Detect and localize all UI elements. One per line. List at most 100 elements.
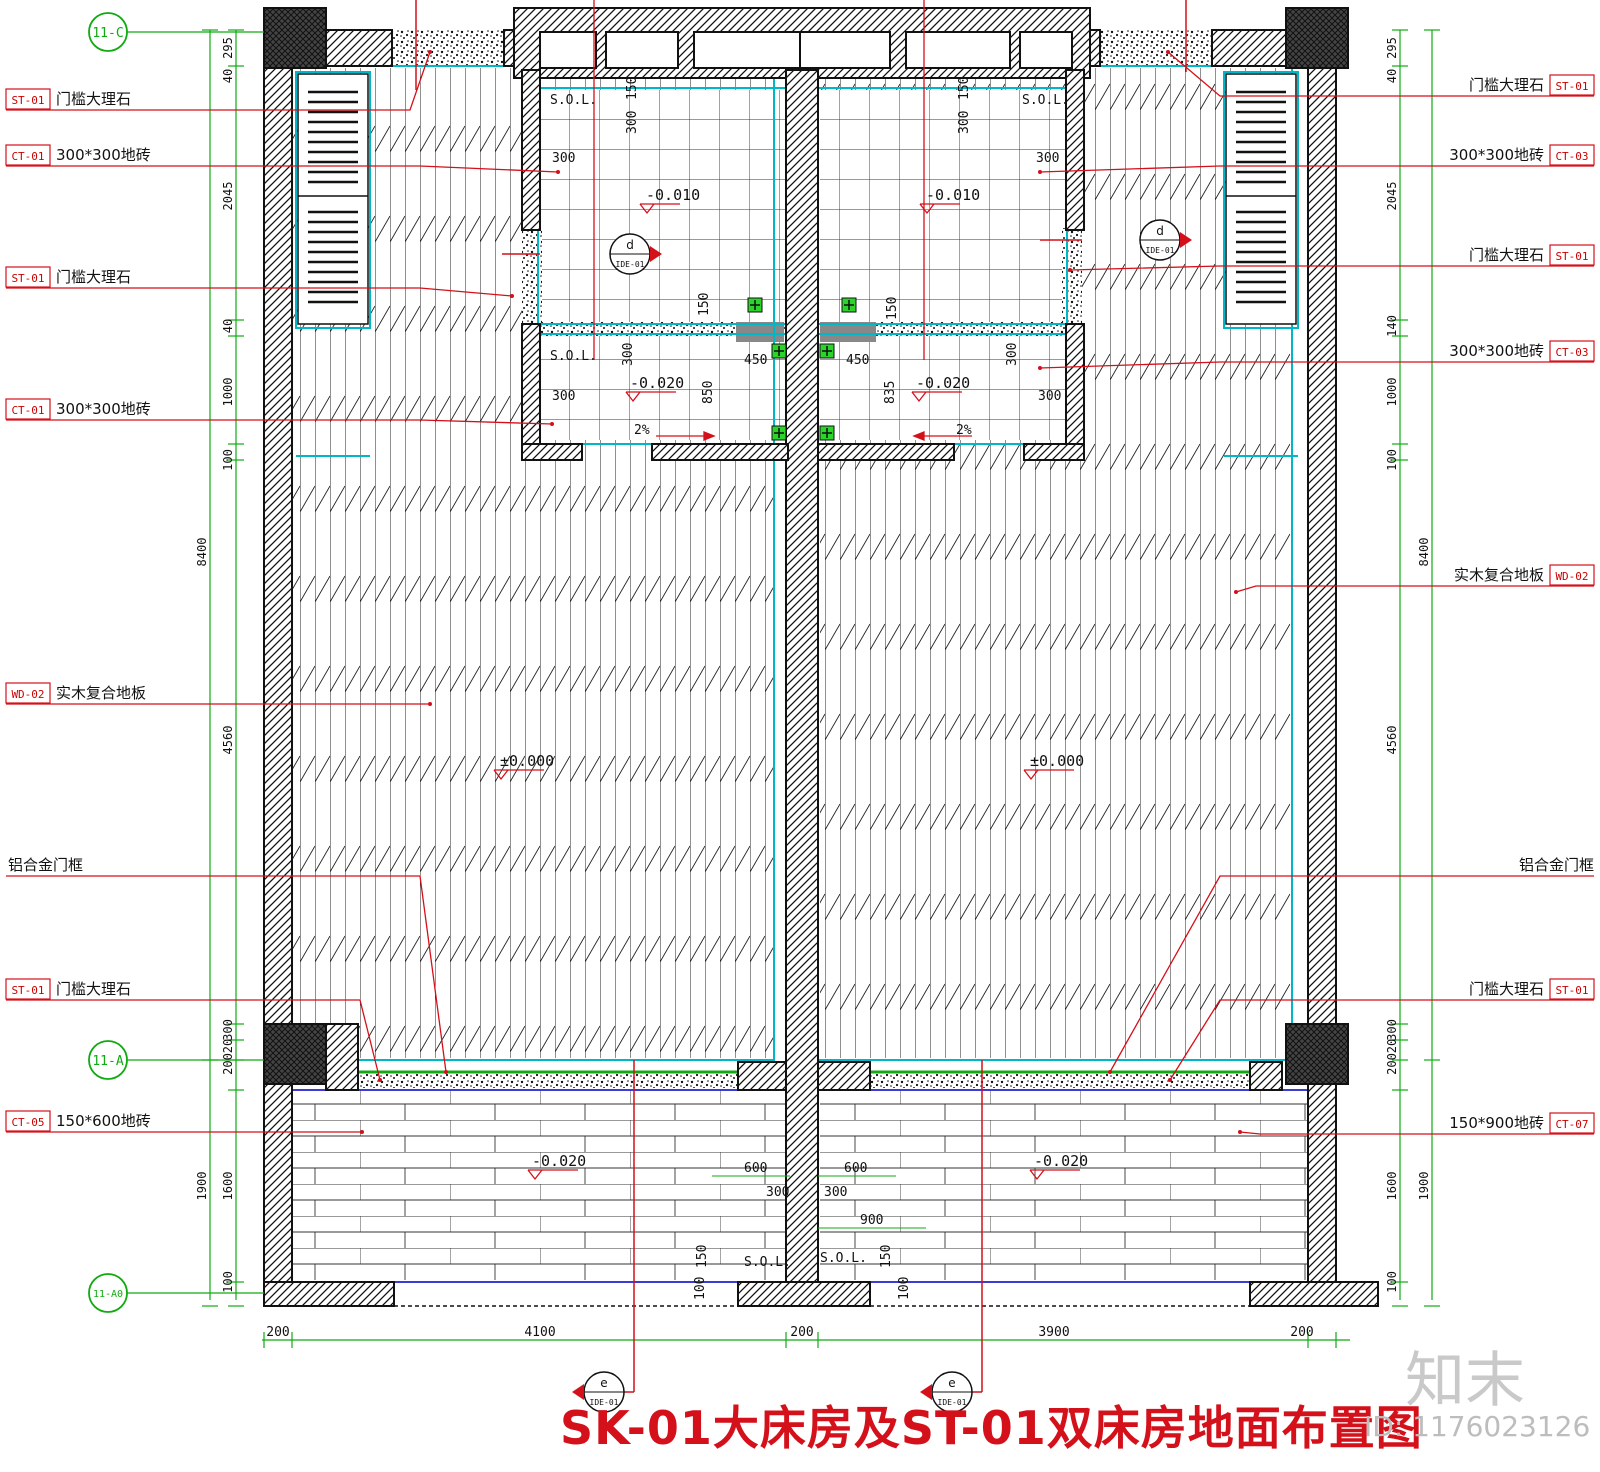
- wall-bottom-left: [263, 1281, 395, 1307]
- right-dim-outer: 8400: [1417, 538, 1431, 567]
- bottom-dim: 200: [1290, 1325, 1313, 1340]
- corridor-150-left: 150: [695, 1245, 710, 1268]
- tile-dim-right-v: 300: [957, 111, 972, 134]
- slope-right: 2%: [956, 423, 972, 438]
- corridor-tiles-right: [820, 1090, 1310, 1280]
- right-label-tag: ST-01: [1555, 80, 1588, 93]
- right-label-text: 铝合金门框: [1519, 856, 1594, 874]
- level-marks: -0.010 -0.010 -0.020 -0.020 ±0.000 ±0.00…: [493, 186, 1088, 1181]
- left-label-text: 门槛大理石: [56, 980, 131, 998]
- right-label-tag-box: [1549, 244, 1595, 266]
- section-d-right-sheet: IDE-01: [1146, 246, 1175, 255]
- wall-bath-right-low: [1065, 323, 1085, 455]
- dim150-right-top: 150: [957, 77, 972, 100]
- corridor-tiles-left: [290, 1090, 790, 1280]
- right-label-tag: ST-01: [1555, 250, 1588, 263]
- slope-arrows: [656, 431, 972, 441]
- left-label-5: 铝合金门框: [8, 856, 83, 874]
- right-label-text: 门槛大理石: [1469, 246, 1544, 264]
- left-label-tag-box: [5, 266, 51, 288]
- sol-left-lower: S.O.L.: [550, 349, 597, 364]
- dim150-right-mid: 150: [885, 297, 900, 320]
- tile-dim-left-v: 300: [625, 111, 640, 134]
- dim150-left-mid: 150: [697, 293, 712, 316]
- right-dim-inner: 140: [1385, 315, 1399, 337]
- bottom-dim: 200: [266, 1325, 289, 1340]
- corridor-sol-right: S.O.L.: [820, 1251, 867, 1266]
- bottom-dim: 4100: [524, 1325, 555, 1340]
- left-label-tag: CT-05: [11, 1116, 44, 1129]
- left-label-text: 铝合金门框: [8, 856, 83, 874]
- grid-bubble-bottom: 11-A0: [88, 1273, 128, 1313]
- right-label-text: 300*300地砖: [1449, 146, 1544, 164]
- section-d-right-letter: d: [1156, 224, 1164, 238]
- left-label-tag-box: [5, 88, 51, 110]
- right-labels: ST-01门槛大理石CT-03300*300地砖ST-01门槛大理石CT-033…: [1449, 74, 1595, 1134]
- left-label-text: 门槛大理石: [56, 268, 131, 286]
- level-room-left: ±0.000: [493, 752, 554, 781]
- drawing-title: SK-01大床房及ST-01双床房地面布置图: [560, 1401, 1423, 1455]
- wall-bottom-right: [1249, 1281, 1379, 1307]
- right-label-tag-box: [1549, 74, 1595, 96]
- bath-tiles-right-lower: [820, 336, 1065, 440]
- threshold-door-right-side: [1062, 228, 1082, 324]
- corridor-900: 900: [860, 1213, 883, 1228]
- wall-left: [263, 9, 293, 1307]
- right-dim-inner: 200: [1385, 1053, 1399, 1075]
- left-label-text: 300*300地砖: [56, 400, 151, 418]
- dim835-right: 835: [883, 381, 898, 404]
- level-bath-upper-left-text: -0.010: [646, 186, 700, 204]
- corridor-100-left: 100: [693, 1277, 708, 1300]
- right-dim-inner: 100: [1385, 1271, 1399, 1293]
- left-dim-inner: 200: [221, 1053, 235, 1075]
- right-dim-inner: 100: [1385, 449, 1399, 471]
- dim450-left: 450: [744, 353, 767, 368]
- section-markers: d IDE-01 d IDE-01 e IDE-01 e I: [415, 0, 1192, 1413]
- left-dim-inner: 40: [221, 319, 235, 333]
- level-bath-upper-left: -0.010: [639, 186, 700, 215]
- sol-left-upper: S.O.L.: [550, 93, 597, 108]
- left-label-tag: ST-01: [11, 272, 44, 285]
- right-dim-inner: 2045: [1385, 182, 1399, 211]
- column-bottom-right: [1285, 1023, 1349, 1085]
- tile-dim-right-lower: 300: [1038, 389, 1061, 404]
- left-label-tag: CT-01: [11, 404, 44, 417]
- right-label-tag-box: [1549, 1112, 1595, 1134]
- column-bottom-left: [263, 1023, 327, 1085]
- wall-bath-left-bottom2: [651, 443, 789, 461]
- right-label-text: 150*900地砖: [1449, 1114, 1544, 1132]
- level-corridor-right: -0.020: [1029, 1152, 1088, 1181]
- corridor-300-right: 300: [824, 1185, 847, 1200]
- dimension-lines: [202, 29, 1440, 1348]
- left-dim-inner: 100: [221, 1271, 235, 1293]
- level-bath-upper-right: -0.010: [919, 186, 980, 215]
- right-dim-inner: 300: [1385, 1019, 1399, 1041]
- right-dim-outer: 1900: [1417, 1172, 1431, 1201]
- left-label-tag: WD-02: [11, 688, 44, 701]
- grid-bubble-top: 11-C: [88, 12, 128, 52]
- section-e-left-sheet: IDE-01: [590, 1398, 619, 1407]
- wall-right: [1307, 9, 1337, 1307]
- left-dim-inner: 40: [221, 69, 235, 83]
- wall-bath-left-low: [521, 323, 541, 455]
- left-label-tag: ST-01: [11, 94, 44, 107]
- leader-lines: [6, 50, 1594, 1135]
- right-label-tag-box: [1549, 978, 1595, 1000]
- dim450-right: 450: [846, 353, 869, 368]
- level-corridor-left-text: -0.020: [532, 1152, 586, 1170]
- right-label-text: 实木复合地板: [1454, 566, 1544, 584]
- grid-axes: 11-C 11-A 11-A0: [88, 12, 264, 1313]
- watermark-logo: 知末: [1405, 1346, 1525, 1416]
- level-bath-lower-right: -0.020: [911, 374, 970, 403]
- bottom-dim: 200: [790, 1325, 813, 1340]
- left-dim-labels: 2954020454010001004560300202001600100840…: [195, 37, 235, 1293]
- bath-tiles-right-upper: [820, 90, 1065, 322]
- corridor-100-right: 100: [897, 1277, 912, 1300]
- left-label-tag-box: [5, 1110, 51, 1132]
